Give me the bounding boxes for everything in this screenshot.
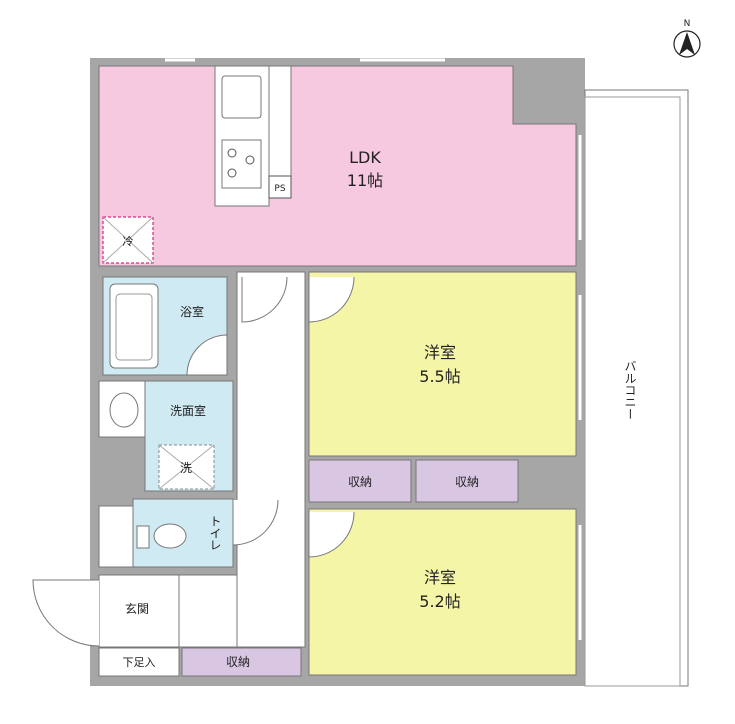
washer-label: 洗 bbox=[180, 461, 192, 475]
balcony-area bbox=[584, 89, 689, 687]
refrigerator-cross bbox=[102, 216, 154, 264]
toilet-tank-icon bbox=[136, 525, 150, 549]
stove-icon bbox=[221, 139, 262, 189]
shoe-box-label: 下足入 bbox=[123, 656, 156, 669]
washer-cross bbox=[158, 444, 215, 490]
bath-label: 浴室 bbox=[180, 304, 204, 319]
toilet-label: トイレ bbox=[208, 515, 222, 551]
compass-label: N bbox=[684, 19, 691, 29]
refrigerator-label: 冷 bbox=[123, 235, 134, 248]
ldk-room bbox=[98, 65, 577, 267]
hallway bbox=[236, 271, 306, 648]
western1-size: 5.5帖 bbox=[419, 367, 460, 386]
kitchen-sink-icon bbox=[221, 75, 262, 119]
bathtub-icon bbox=[109, 283, 159, 369]
door-swing bbox=[241, 276, 288, 323]
ldk-name: LDK bbox=[349, 148, 381, 167]
closet3-label: 収納 bbox=[226, 655, 250, 669]
washroom-label: 洗面室 bbox=[170, 403, 206, 418]
door-swing bbox=[232, 499, 279, 546]
closet-2 bbox=[415, 459, 519, 503]
burner-icon bbox=[227, 168, 237, 178]
western1-name: 洋室 bbox=[424, 343, 456, 362]
western2-size: 5.2帖 bbox=[419, 592, 460, 611]
door-swing bbox=[308, 511, 355, 558]
closet2-label: 収納 bbox=[455, 475, 479, 489]
entrance-door-swing bbox=[32, 579, 100, 647]
pipe-space-box bbox=[268, 175, 292, 199]
entrance-label: 玄関 bbox=[125, 601, 149, 616]
closet1-label: 収納 bbox=[348, 475, 372, 489]
pipe-space-label: PS bbox=[274, 184, 285, 194]
shoe-box-area bbox=[98, 647, 180, 677]
burner-icon bbox=[227, 148, 237, 158]
toilet-tank-area bbox=[98, 505, 134, 568]
ldk-size: 11帖 bbox=[347, 171, 383, 190]
toilet-bowl-icon bbox=[153, 523, 187, 549]
balcony-label: バルコニー bbox=[623, 360, 637, 420]
compass-needle-icon bbox=[679, 32, 695, 55]
western-room-1 bbox=[308, 271, 577, 457]
bathtub-inner bbox=[115, 293, 153, 361]
western2-name: 洋室 bbox=[424, 568, 456, 587]
door-swing bbox=[186, 334, 228, 376]
kitchen-partition bbox=[268, 65, 292, 177]
western-room-2 bbox=[308, 508, 577, 676]
closet-3 bbox=[181, 647, 302, 677]
genkan-floor bbox=[178, 574, 238, 648]
closet-1 bbox=[308, 459, 412, 503]
wash-basin-icon bbox=[109, 392, 139, 428]
balcony-rail bbox=[584, 96, 681, 687]
door-swing bbox=[308, 276, 355, 323]
burner-icon bbox=[245, 155, 255, 165]
